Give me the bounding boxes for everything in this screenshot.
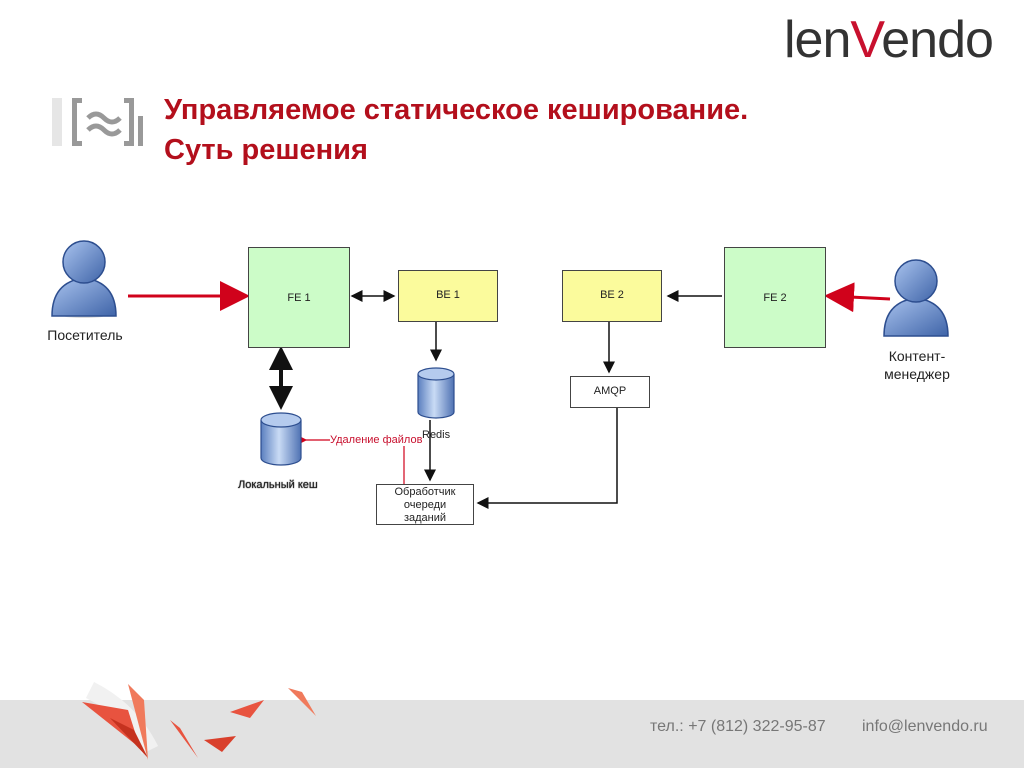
be1-box: BE 1 <box>398 270 498 322</box>
file-deletion-arrow <box>297 435 405 484</box>
brand-text-part3: endo <box>881 11 994 69</box>
brand-logo: lenVendo <box>784 11 994 69</box>
fe1-box: FE 1 <box>248 247 350 348</box>
queue-handler-line1: Обработчик <box>394 486 456 498</box>
be2-box: BE 2 <box>562 270 662 322</box>
file-deletion-label: Удаление файлов <box>330 434 423 446</box>
amqp-label: AMQP <box>593 385 627 397</box>
slide-title: Управляемое статическое кеширование. Сут… <box>164 90 884 170</box>
visitor-label: Посетитель <box>47 327 123 343</box>
paper-planes-decoration <box>82 681 316 760</box>
bracket-approx-icon <box>52 98 143 146</box>
redis-label: Redis <box>422 429 451 441</box>
footer-phone: тел.: +7 (812) 322-95-87 <box>650 718 826 735</box>
footer-email[interactable]: info@lenvendo.ru <box>862 718 988 735</box>
content-manager-label: Контент- менеджер <box>862 347 972 383</box>
fe2-label: FE 2 <box>763 292 787 304</box>
queue-handler-line3: заданий <box>403 512 447 524</box>
local-cache-db-icon <box>260 412 302 466</box>
fe2-box: FE 2 <box>724 247 826 348</box>
footer-bar <box>0 700 1024 768</box>
queue-handler-box: Обработчик очереди заданий <box>376 484 474 525</box>
brand-text-part1: len <box>784 11 851 69</box>
be2-label: BE 2 <box>600 289 624 301</box>
slide-title-line2: Суть решения <box>164 134 368 166</box>
amqp-handler-arrow <box>476 408 618 509</box>
content-manager-line2: менеджер <box>884 366 950 382</box>
redis-db-icon <box>417 367 455 419</box>
fe1-label: FE 1 <box>287 292 311 304</box>
be1-label: BE 1 <box>436 289 460 301</box>
content-manager-user-icon <box>883 259 949 337</box>
amqp-box: AMQP <box>570 376 650 408</box>
queue-handler-line2: очереди <box>403 499 447 511</box>
local-cache-label: Локальный кеш <box>238 479 318 491</box>
visitor-user-icon <box>51 240 117 318</box>
slide-title-line1: Управляемое статическое кеширование. <box>164 94 749 126</box>
brand-text-v: V <box>850 11 882 69</box>
manager-to-fe2-arrow <box>824 282 891 313</box>
content-manager-line1: Контент- <box>888 348 946 364</box>
